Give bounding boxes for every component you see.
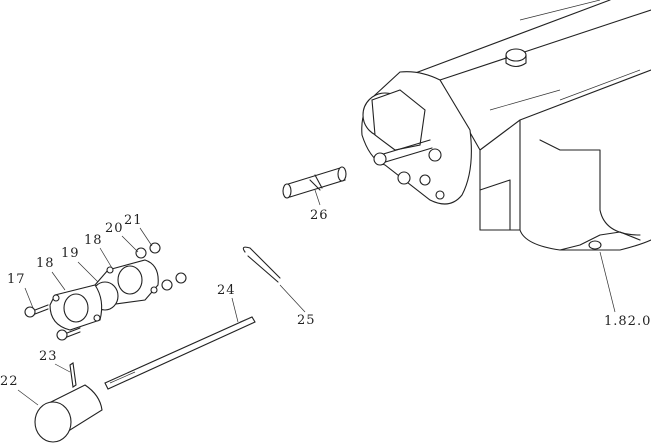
callout-22: 22 <box>0 374 19 389</box>
callout-24: 24 <box>217 283 236 298</box>
callout-21: 21 <box>124 213 143 228</box>
rod-part-24 <box>104 316 256 390</box>
callout-19: 19 <box>61 246 80 261</box>
gear-plate <box>361 71 472 205</box>
callout-23: 23 <box>39 349 58 364</box>
coupling-part-26 <box>282 166 347 199</box>
callout-26: 26 <box>310 208 329 223</box>
leader-lines <box>17 189 616 406</box>
spring-clip-part-25 <box>242 246 281 283</box>
bearing-plates <box>49 259 159 331</box>
reference-callout: 1.82.0 <box>604 314 651 329</box>
callout-25: 25 <box>297 313 316 328</box>
machine-housing <box>409 0 651 251</box>
callout-20: 20 <box>105 221 124 236</box>
callout-18-upper: 18 <box>84 233 103 248</box>
callout-17: 17 <box>7 272 26 287</box>
knob-part-22 <box>34 362 103 443</box>
callout-18-lower: 18 <box>36 256 55 271</box>
screws-nuts <box>24 242 187 341</box>
